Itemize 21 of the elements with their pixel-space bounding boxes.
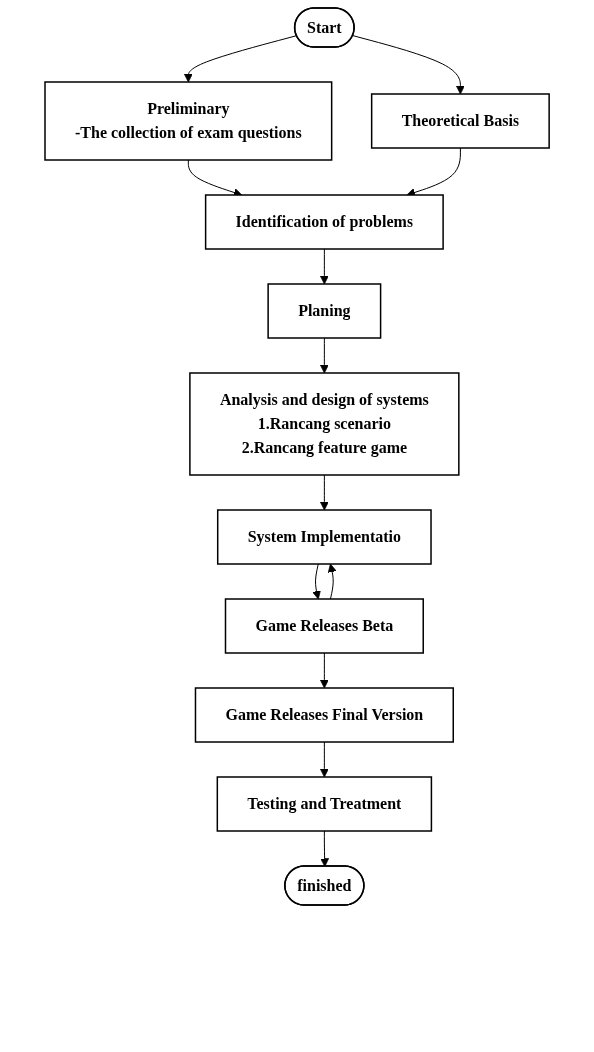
node-box: Game Releases Final Version — [194, 687, 454, 743]
node-box: Theoretical Basis — [370, 93, 550, 149]
arrow — [312, 563, 321, 600]
arrow — [352, 35, 465, 95]
arrow — [319, 652, 329, 689]
arrow — [187, 159, 243, 197]
arrow — [183, 35, 298, 83]
arrow — [320, 830, 329, 867]
node-box: Identification of problems — [204, 194, 444, 250]
node-box: Planing — [267, 283, 382, 339]
arrow — [319, 474, 329, 511]
node-box: System Implementatio — [216, 509, 432, 565]
arrow — [319, 337, 329, 374]
node-box: Game Releases Beta — [224, 598, 424, 654]
node-box: Testing and Treatment — [216, 776, 433, 832]
node-box: Analysis and design of systems 1.Rancang scenario 2.Rancang feature game — [189, 372, 460, 476]
arrow — [319, 741, 329, 778]
arrow — [319, 248, 329, 285]
arrow — [327, 563, 337, 600]
arrow — [406, 147, 461, 197]
node-box: Preliminary -The collection of exam questions — [44, 81, 333, 161]
